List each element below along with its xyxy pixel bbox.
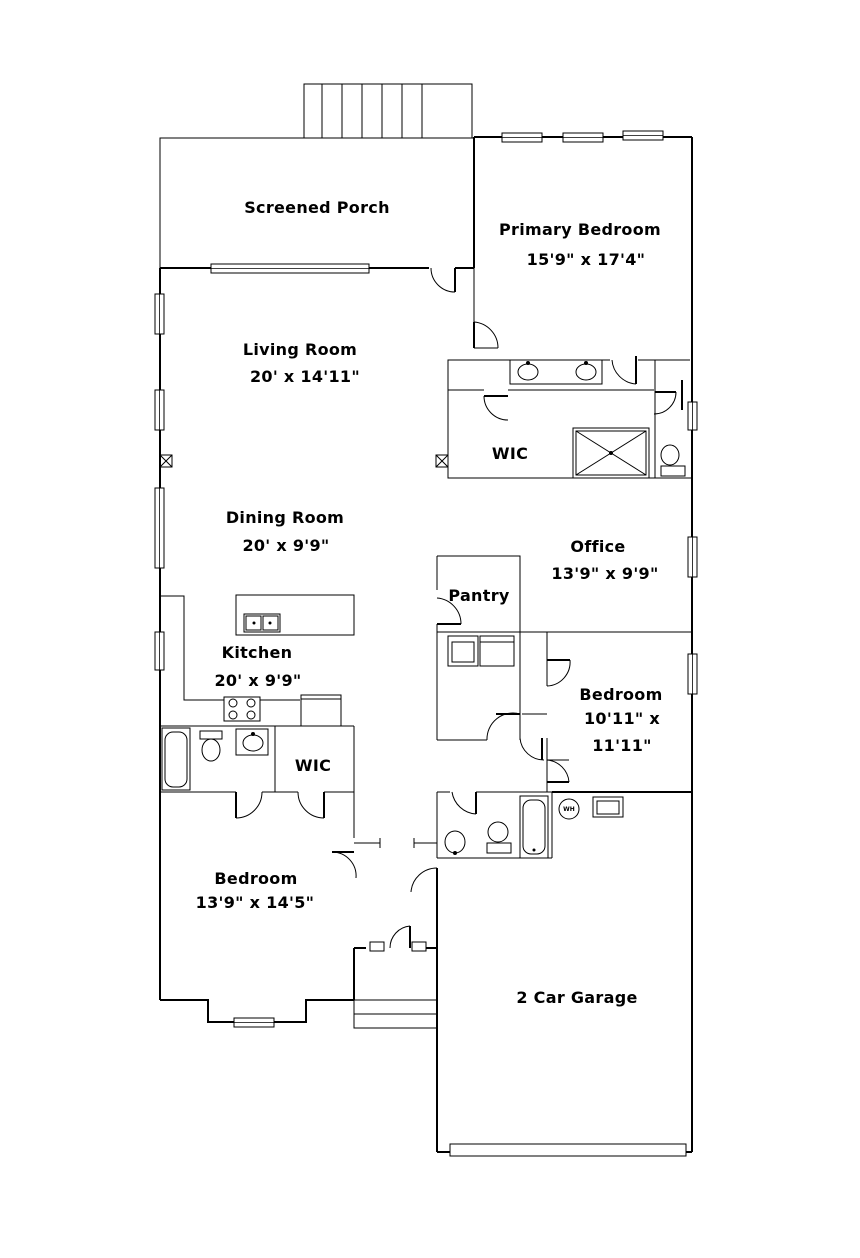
primary-bedroom-label: Primary Bedroom	[499, 220, 661, 239]
wic-primary-label: WIC	[492, 444, 528, 463]
kitchen-size: 20' x 9'9"	[214, 671, 301, 690]
primary-bedroom-size: 15'9" x 17'4"	[527, 250, 646, 269]
wic-secondary-label: WIC	[295, 756, 331, 775]
west-bath-fixtures	[161, 727, 269, 791]
laundry-fixtures	[447, 635, 515, 667]
garage-label: 2 Car Garage	[516, 988, 637, 1007]
bedroom-west-label: Bedroom	[214, 869, 297, 888]
living-room-label: Living Room	[243, 340, 357, 359]
living-room-size: 20' x 14'11"	[250, 367, 360, 386]
interior-walls	[160, 268, 692, 859]
water-heater-icon	[558, 798, 580, 820]
vent-markers	[159, 454, 449, 468]
kitchen-label: Kitchen	[222, 643, 293, 662]
bedroom-west-size: 13'9" x 14'5"	[196, 893, 315, 912]
bedroom-east-size-line2: 11'11"	[592, 736, 652, 755]
kitchen-fixtures	[223, 594, 355, 727]
water-heater-label: WH	[563, 806, 575, 813]
porch-steps	[303, 83, 473, 139]
office-size: 13'9" x 9'9"	[551, 564, 658, 583]
hall-bath-fixtures	[444, 795, 549, 859]
bedroom-east-label: Bedroom	[579, 685, 662, 704]
office-label: Office	[570, 537, 625, 556]
dining-room-size: 20' x 9'9"	[242, 536, 329, 555]
windows	[154, 130, 698, 1028]
garage-fixtures: WH	[558, 796, 624, 820]
pantry-label: Pantry	[448, 586, 510, 605]
primary-bath-fixtures	[509, 359, 686, 479]
screened-porch-label: Screened Porch	[244, 198, 390, 217]
bedroom-east-size-line1: 10'11" x	[584, 709, 660, 728]
garage-door	[449, 1143, 687, 1157]
room-labels: Screened Porch Primary Bedroom 15'9" x 1…	[196, 198, 663, 1007]
dining-room-label: Dining Room	[226, 508, 344, 527]
screened-porch-outline	[159, 137, 474, 268]
front-steps	[353, 999, 438, 1029]
doors	[235, 267, 683, 949]
